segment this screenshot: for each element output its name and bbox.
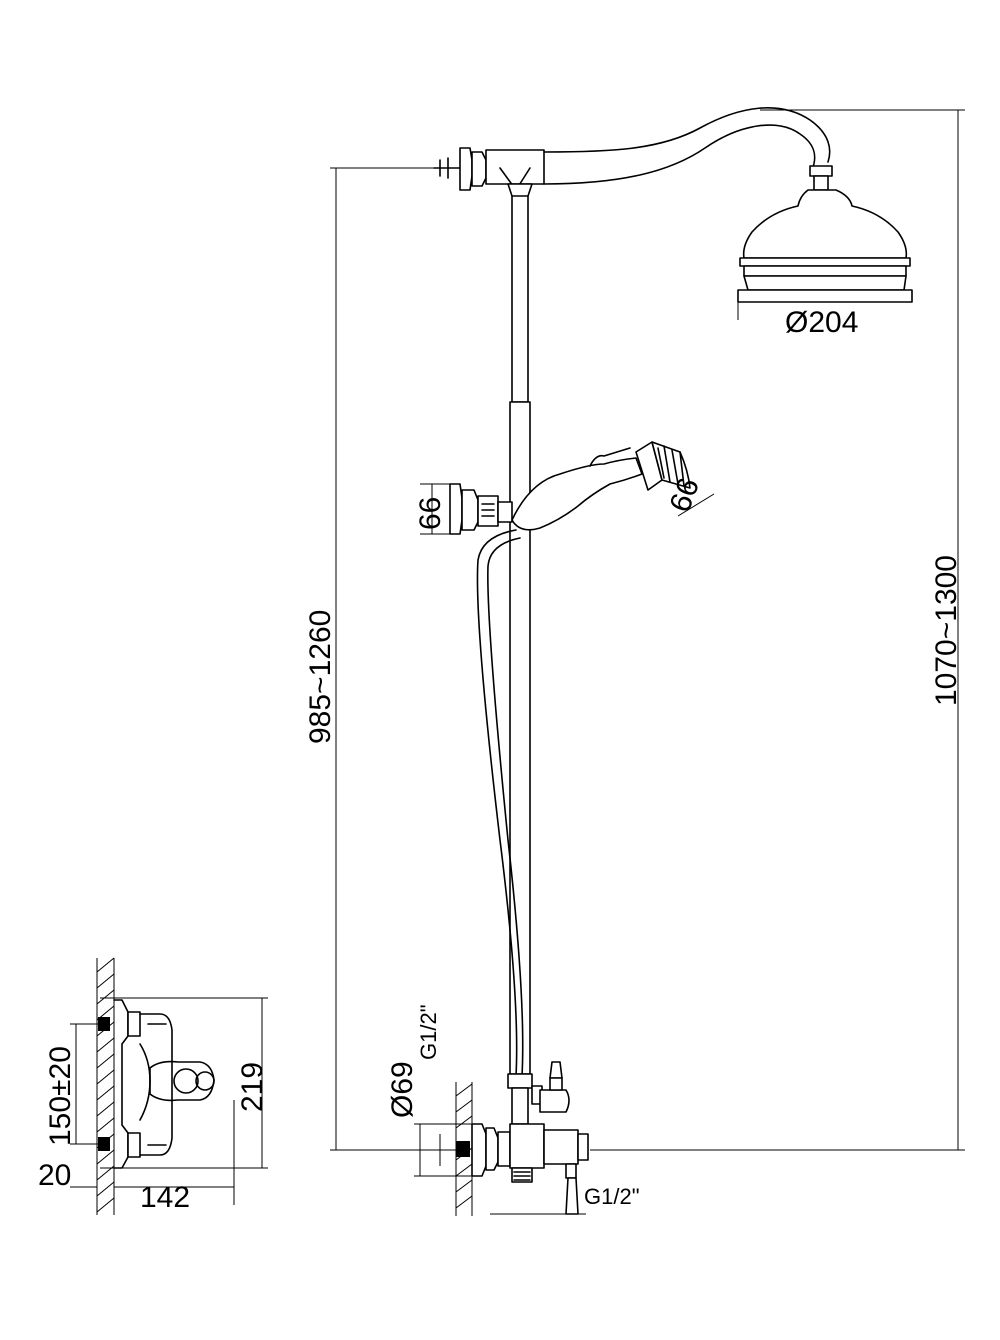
mixer-height-label: 219: [236, 1062, 269, 1112]
diverter-valve: [508, 1062, 569, 1124]
hand-shower-dim-line: [678, 494, 714, 516]
shower-head: [738, 166, 912, 302]
holder-size-label: 66: [414, 497, 447, 530]
mixer-diameter-label: Ø69: [386, 1061, 419, 1118]
center-distance-label: 150±20: [44, 1046, 77, 1146]
inlet-marker-main: [456, 1141, 470, 1157]
shower-arm-upper: [544, 108, 830, 162]
total-height-label: 1070~1300: [930, 555, 963, 706]
shower-elevation: [330, 108, 965, 1216]
inlet-thread-label: G1/2": [416, 1004, 441, 1060]
shower-arm-lower: [544, 125, 815, 184]
hose-outer: [477, 530, 516, 1076]
mixer-side-view: [70, 958, 268, 1215]
inlet-marker-top: [98, 1017, 110, 1031]
wall-offset-label: 20: [38, 1159, 71, 1192]
hose-inner: [488, 538, 523, 1076]
outlet-thread-label: G1/2": [584, 1184, 640, 1209]
inlet-marker-bottom: [98, 1137, 110, 1151]
mixer-depth-label: 142: [140, 1181, 190, 1214]
rail-height-label: 985~1260: [304, 610, 337, 744]
head-diameter-label: Ø204: [785, 306, 858, 339]
top-wall-bracket: [434, 148, 544, 190]
wall-hatch-right: [456, 1082, 472, 1216]
mixer-body-front: [114, 1000, 214, 1168]
hand-shower-holder: [450, 484, 512, 534]
mixer-dimension-lines: [70, 998, 268, 1205]
wall-hatch-left: [97, 958, 114, 1215]
main-mixer: [472, 1124, 588, 1214]
hand-shower: [512, 442, 690, 530]
